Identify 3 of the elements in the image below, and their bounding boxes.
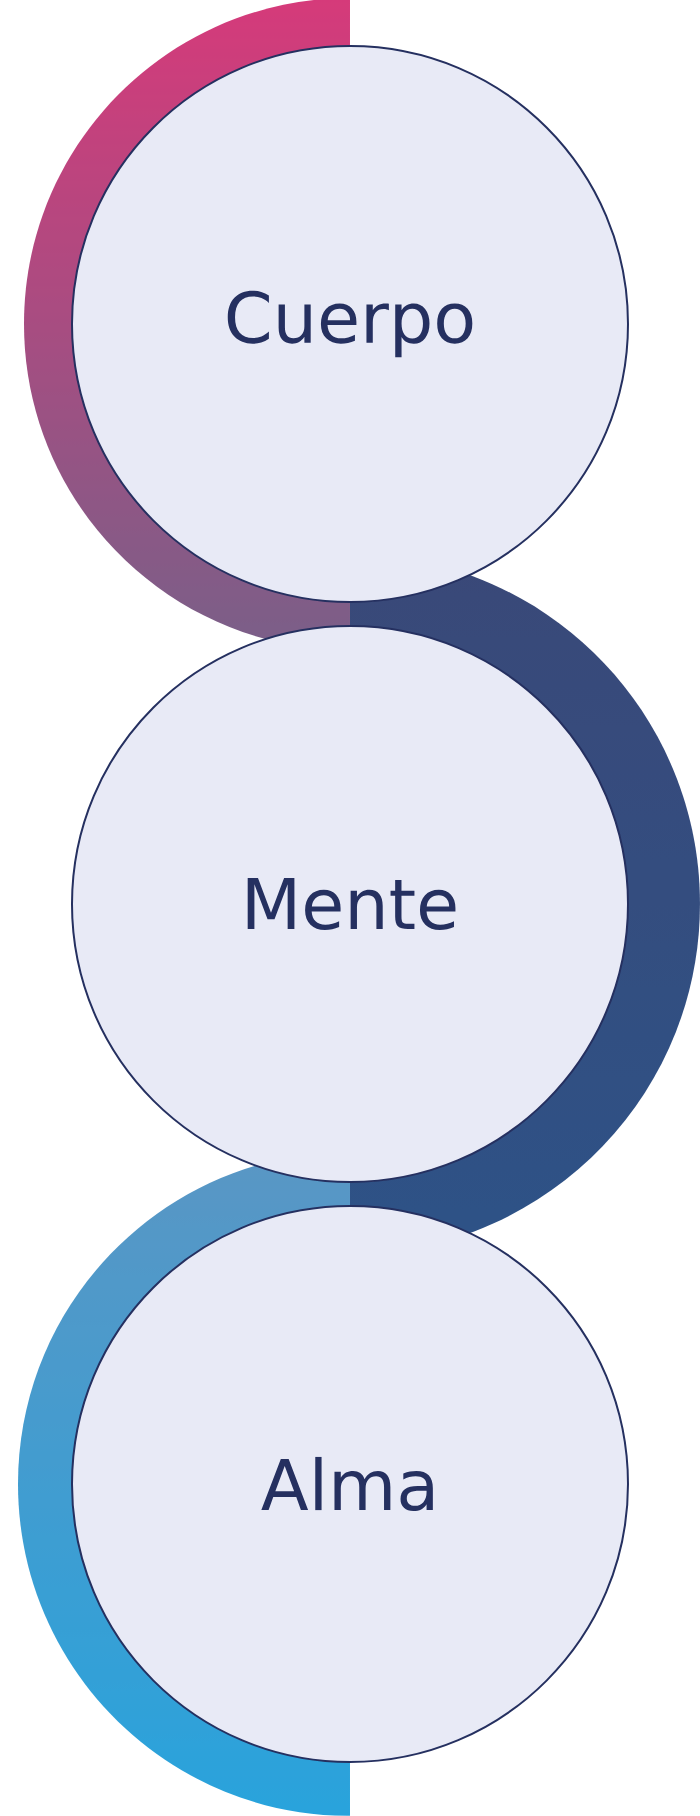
circle-node: Cuerpo: [71, 45, 629, 603]
circle-node: Alma: [71, 1205, 629, 1763]
circle-node: Mente: [71, 625, 629, 1183]
